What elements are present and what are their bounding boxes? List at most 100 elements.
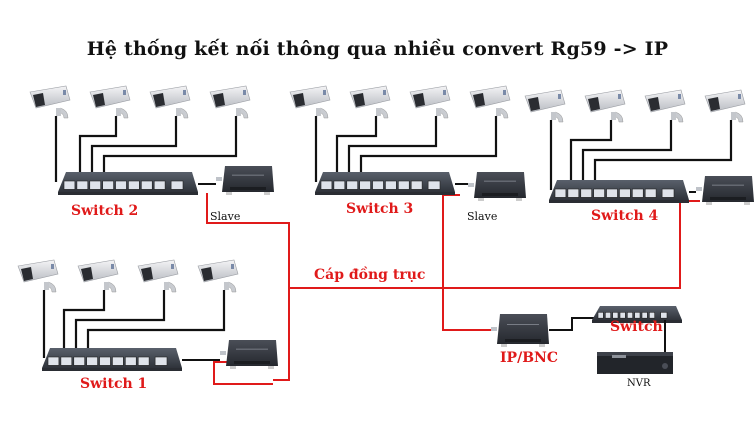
switch-port	[385, 180, 397, 190]
uplink-port	[660, 311, 668, 319]
switch-port	[634, 311, 641, 319]
switch-port	[333, 180, 346, 190]
bnc-connector-icon	[220, 351, 226, 355]
switch-port	[141, 180, 153, 190]
switch-port	[76, 180, 89, 190]
switch-3-converter-label: Slave	[467, 210, 498, 223]
camera-group-switch-4	[524, 89, 754, 205]
switch-port	[649, 311, 655, 319]
uplink-port	[154, 356, 168, 366]
utp-cables	[42, 290, 226, 358]
camera-icon	[197, 259, 239, 293]
camera-icon	[17, 259, 59, 293]
switch-port	[593, 188, 605, 198]
switch-icon	[549, 180, 689, 203]
switch-port	[99, 356, 111, 366]
rg59-ip-converter-icon	[220, 340, 278, 369]
bnc-connector-icon	[468, 183, 474, 187]
switch-port	[632, 188, 644, 198]
rg59-ip-converter-icon	[216, 166, 274, 195]
camera-icon	[77, 259, 119, 293]
coax-cable-label: Cáp đồng trục	[314, 267, 426, 283]
switch-port	[112, 356, 124, 366]
switch-2-label: Switch 2	[71, 203, 139, 219]
switch-port	[137, 356, 150, 366]
utp-cable	[581, 120, 673, 190]
camera-icon	[137, 259, 179, 293]
camera-icon	[29, 85, 71, 119]
camera-icon	[209, 85, 251, 119]
utp-cable	[347, 116, 438, 182]
switch-port	[153, 180, 166, 190]
switch-port	[372, 180, 384, 190]
switch-3-label: Switch 3	[346, 201, 414, 217]
switch-port	[612, 311, 619, 319]
utp-cable	[102, 116, 238, 182]
switch-port	[125, 356, 137, 366]
switch-port	[63, 180, 76, 190]
switch-port	[102, 180, 114, 190]
camera-icon	[644, 89, 686, 123]
camera-icon	[289, 85, 331, 119]
uplink-port	[170, 180, 184, 190]
switch-port	[567, 188, 580, 198]
switch-port	[597, 311, 604, 319]
rg59-ip-converter-icon	[696, 176, 754, 205]
switch-icon	[58, 172, 198, 195]
head-end-switch-label: Switch	[610, 319, 663, 335]
camera-icon	[704, 89, 746, 123]
coax-cable-switch1	[213, 361, 273, 385]
ip-bnc-converter-icon	[491, 314, 549, 347]
switch-1-label: Switch 1	[80, 376, 148, 392]
utp-cable	[62, 290, 106, 358]
utp-cables	[314, 116, 498, 182]
bnc-connector-icon	[216, 177, 222, 181]
camera-icon	[584, 89, 626, 123]
utp-cable	[74, 290, 166, 358]
coax-cables	[206, 193, 700, 385]
switch-port	[128, 180, 140, 190]
coax-cable-switch4	[443, 200, 700, 289]
camera-group-switch-3	[289, 85, 526, 201]
switch-port	[644, 188, 657, 198]
switch-port	[554, 188, 567, 198]
switch-port	[627, 311, 633, 319]
switch-port	[619, 311, 626, 319]
switch-port	[115, 180, 127, 190]
switch-port	[359, 180, 371, 190]
switch-icon	[42, 348, 182, 371]
camera-group-switch-1	[17, 259, 278, 371]
switch-port	[73, 356, 85, 366]
ip-bnc-label: IP/BNC	[500, 350, 558, 366]
utp-cables	[54, 116, 238, 182]
utp-cable	[593, 120, 733, 190]
utp-cable	[90, 116, 178, 182]
head-end-switch-icon	[592, 306, 682, 323]
switch-4-label: Switch 4	[591, 208, 659, 224]
bnc-connector-icon	[696, 187, 702, 191]
switch-port	[641, 311, 648, 319]
camera-icon	[149, 85, 191, 119]
switch-port	[398, 180, 410, 190]
switch-port	[606, 188, 618, 198]
switch-port	[320, 180, 333, 190]
switch-port	[86, 356, 98, 366]
camera-group-switch-2	[29, 85, 274, 195]
switch-icon	[315, 172, 455, 195]
camera-icon	[469, 85, 511, 119]
coax-cable-switch2	[206, 193, 290, 381]
switch-port	[580, 188, 592, 198]
camera-icon	[89, 85, 131, 119]
rg59-ip-converter-icon	[468, 172, 526, 201]
switch-port	[89, 180, 101, 190]
switch-port	[619, 188, 631, 198]
uplink-port	[427, 180, 441, 190]
switch-2-converter-label: Slave	[210, 210, 241, 223]
switch-port	[60, 356, 73, 366]
bnc-connector-icon	[491, 327, 497, 331]
utp-cable	[569, 120, 613, 190]
switch-port	[47, 356, 60, 366]
nvr-icon	[597, 352, 673, 374]
